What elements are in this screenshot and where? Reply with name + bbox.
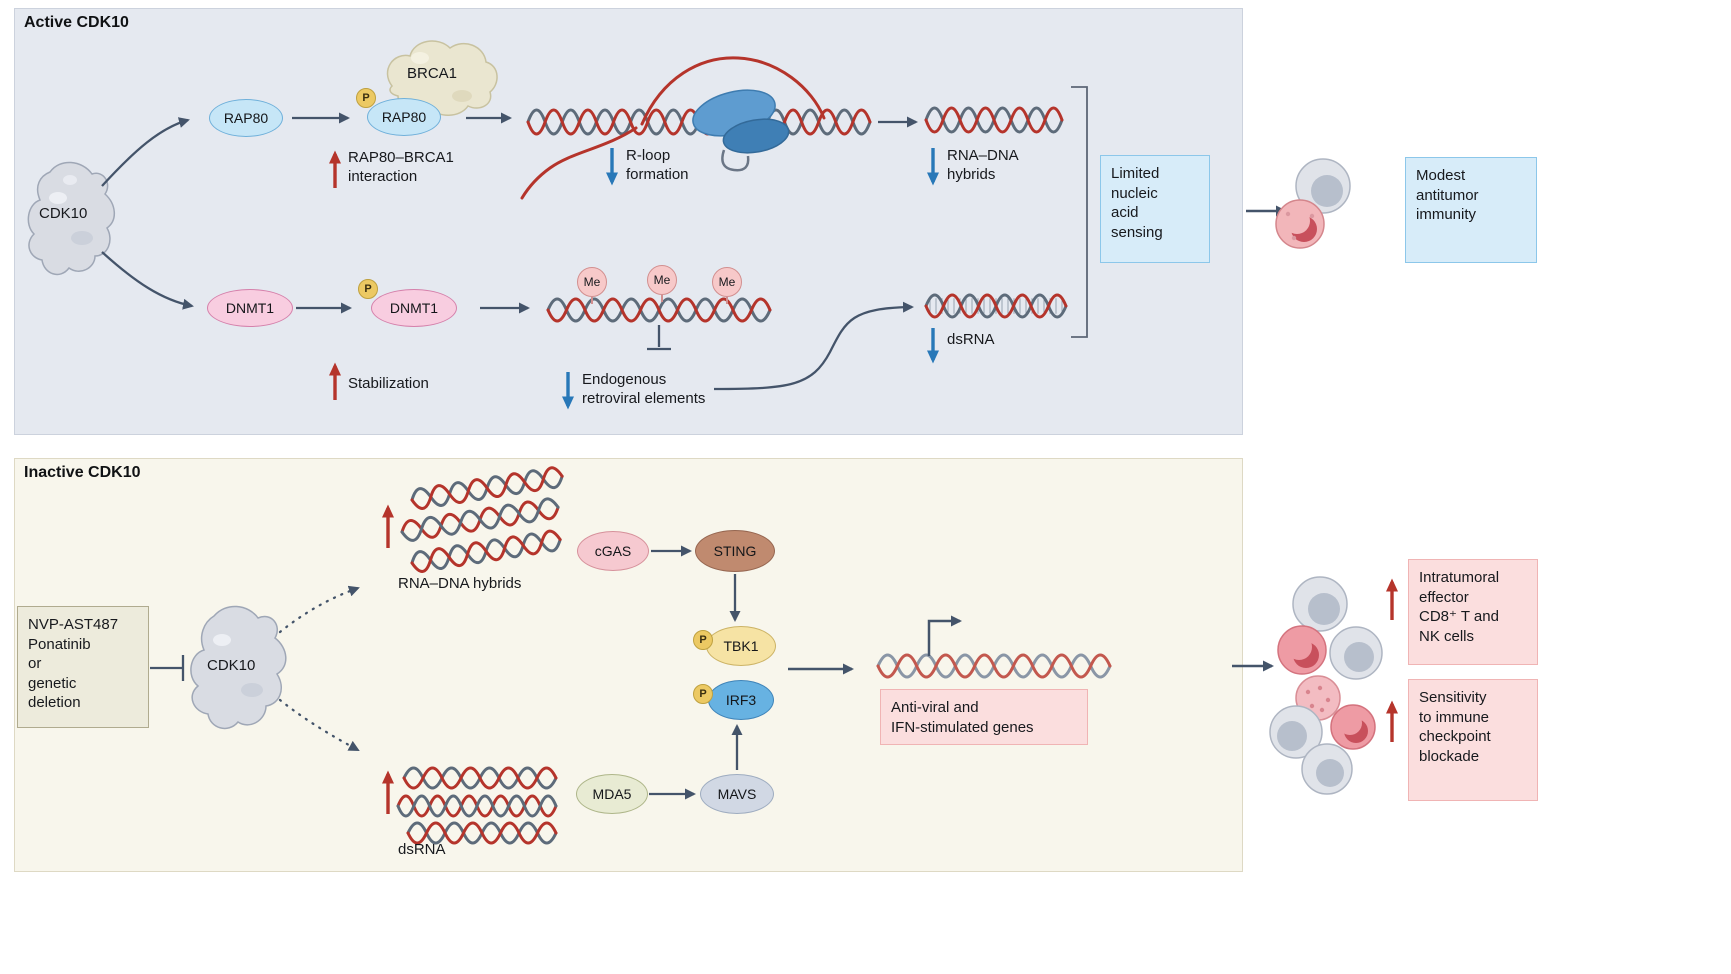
brca1-label: BRCA1 [407, 65, 458, 82]
node-mavs: MAVS [700, 774, 774, 814]
label-dsrna-bottom: dsRNA [398, 841, 446, 858]
phospho-badge-irf3: P [693, 684, 713, 704]
node-irf3: IRF3 [708, 680, 774, 720]
box-limited-sensing: Limited nucleic acid sensing [1100, 155, 1210, 263]
box-intratumoral: Intratumoral effector CD8⁺ T and NK cell… [1408, 559, 1538, 665]
phospho-badge-dnmt1: P [358, 279, 378, 299]
node-rap80: RAP80 [209, 99, 283, 137]
node-dnmt1-phospho: DNMT1 [371, 289, 457, 327]
label-rna-dna-hybrids-bottom: RNA–DNA hybrids [398, 575, 522, 592]
label-endogenous-retroviral: Endogenous retroviral elements [582, 371, 706, 408]
box-treatment: NVP-AST487 Ponatinib or genetic deletion [17, 606, 149, 728]
box-modest-immunity: Modest antitumor immunity [1405, 157, 1537, 263]
cells-inactive [1269, 576, 1383, 795]
methyl-badge-2: Me [647, 265, 677, 295]
cells-active [1275, 158, 1351, 249]
inactive-panel-title: Inactive CDK10 [24, 464, 141, 481]
panel-active-cdk10 [14, 8, 1243, 435]
label-r-loop-formation: R-loop formation [626, 147, 689, 184]
label-dsrna-top: dsRNA [947, 331, 995, 348]
methyl-badge-3: Me [712, 267, 742, 297]
cdk10-label-active: CDK10 [39, 205, 88, 222]
node-sting: STING [695, 530, 775, 572]
label-rna-dna-hybrids-top: RNA–DNA hybrids [947, 147, 1019, 184]
node-cgas: cGAS [577, 531, 649, 571]
phospho-badge-tbk1: P [693, 630, 713, 650]
methyl-badge-1: Me [577, 267, 607, 297]
node-mda5: MDA5 [576, 774, 648, 814]
cdk10-label-inactive: CDK10 [207, 657, 256, 674]
phospho-badge-rap80: P [356, 88, 376, 108]
label-rap80-brca1-interaction: RAP80–BRCA1 interaction [348, 149, 454, 186]
box-checkpoint-sensitivity: Sensitivity to immune checkpoint blockad… [1408, 679, 1538, 801]
box-antiviral-genes: Anti-viral and IFN-stimulated genes [880, 689, 1088, 745]
node-tbk1: TBK1 [706, 626, 776, 666]
node-rap80-phospho: RAP80 [367, 98, 441, 136]
label-stabilization: Stabilization [348, 375, 429, 392]
node-dnmt1: DNMT1 [207, 289, 293, 327]
active-panel-title: Active CDK10 [24, 14, 129, 31]
